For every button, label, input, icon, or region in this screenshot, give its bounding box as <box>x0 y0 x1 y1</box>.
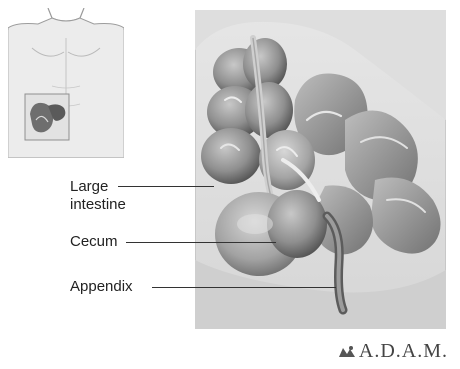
adam-logo: A.D.A.M. <box>338 340 448 363</box>
large-intestine-label: Large intestine <box>70 178 126 214</box>
adam-logo-mark-icon <box>338 345 356 359</box>
torso-icon <box>8 8 124 158</box>
cecum-label: Cecum <box>70 233 118 251</box>
large-intestine-leader-line <box>118 186 214 187</box>
cecum-leader-line <box>126 242 276 243</box>
intestine-illustration <box>195 10 446 329</box>
appendix-label: Appendix <box>70 278 133 296</box>
adam-logo-text: A.D.A.M. <box>359 340 448 363</box>
appendix-leader-line <box>152 287 336 288</box>
torso-thumbnail <box>8 8 124 158</box>
large-intestine-label-line2: intestine <box>70 196 126 214</box>
large-intestine-label-line1: Large <box>70 178 126 196</box>
